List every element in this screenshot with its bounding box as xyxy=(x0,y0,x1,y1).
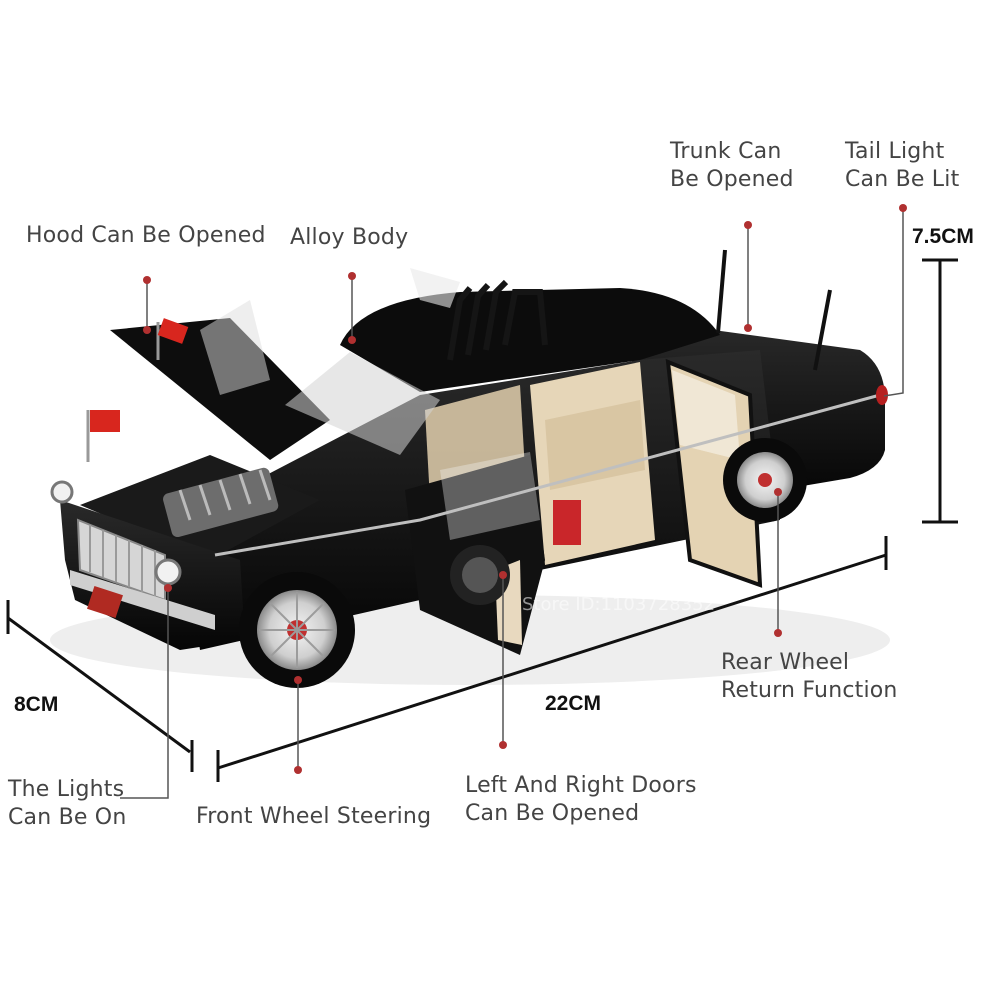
callout-dots xyxy=(143,204,907,774)
headlight-right xyxy=(154,558,182,586)
label-doors: Left And Right Doors Can Be Opened xyxy=(465,773,697,826)
dimension-length: 22CM xyxy=(545,692,602,715)
store-watermark: Store ID:1103728352 xyxy=(522,594,716,615)
antenna-right xyxy=(813,289,832,371)
flag-left xyxy=(90,410,120,432)
dimension-lines xyxy=(6,258,958,782)
dimension-height: 7.5CM xyxy=(912,225,974,248)
dimension-width: 8CM xyxy=(14,693,59,716)
front-wheel xyxy=(239,572,355,688)
roof xyxy=(340,288,720,392)
hidden-wheel xyxy=(450,545,510,605)
label-alloy-body: Alloy Body xyxy=(290,225,409,250)
flag-right xyxy=(157,318,189,344)
roof-hatch xyxy=(410,268,460,308)
rear-seat xyxy=(545,400,645,490)
label-hood: Hood Can Be Opened xyxy=(26,223,266,248)
headlight-left xyxy=(50,480,74,504)
interior-flag xyxy=(553,500,581,545)
windshield xyxy=(285,352,440,455)
antenna-left xyxy=(716,249,727,334)
label-lights: The Lights Can Be On xyxy=(8,777,127,830)
label-front-wheel: Front Wheel Steering xyxy=(196,804,432,829)
roof-handles xyxy=(447,279,548,361)
label-rear-wheel: Rear Wheel Return Function xyxy=(721,650,898,703)
callout-lines xyxy=(120,208,904,799)
tail-light xyxy=(876,385,888,405)
chrome-trim xyxy=(214,393,881,557)
label-tail-light: Tail Light Can Be Lit xyxy=(845,139,960,192)
license-plate xyxy=(87,585,123,619)
rear-wheel xyxy=(723,438,807,522)
front-bumper xyxy=(70,570,215,630)
label-trunk: Trunk Can Be Opened xyxy=(670,139,794,192)
engine xyxy=(163,467,279,538)
